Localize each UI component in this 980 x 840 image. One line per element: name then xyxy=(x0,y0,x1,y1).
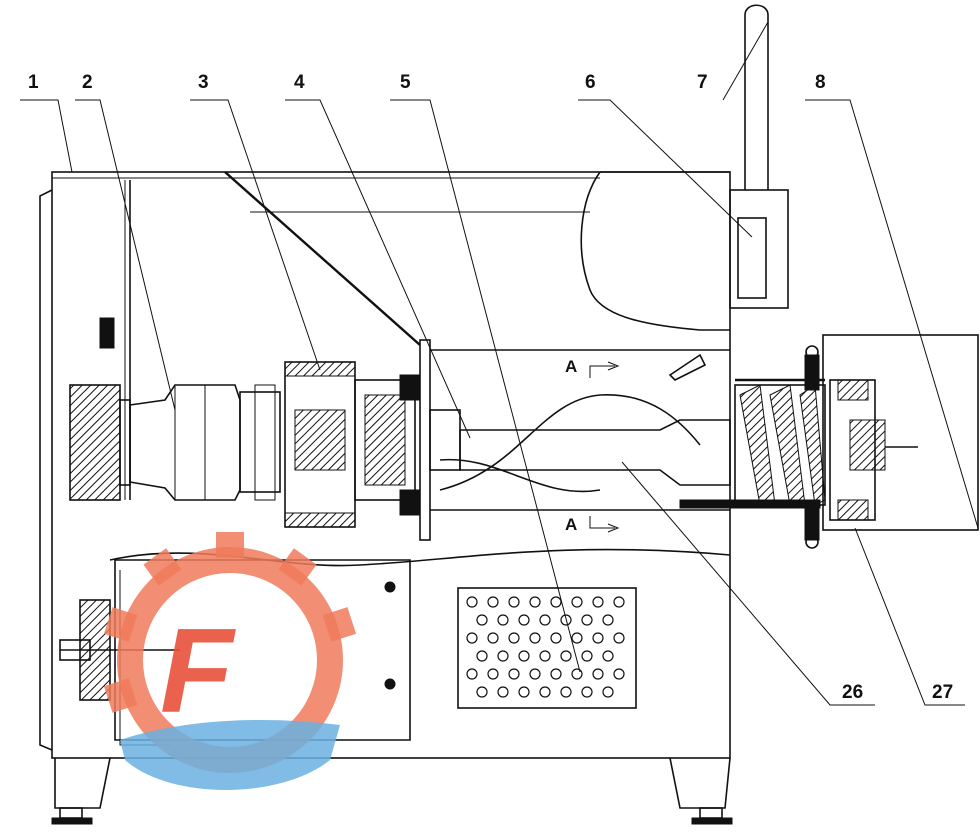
screw-auger xyxy=(679,345,826,549)
brace-line xyxy=(224,171,421,346)
part-label-5: 5 xyxy=(400,72,411,93)
leader-lines xyxy=(20,21,979,706)
vent-hole xyxy=(529,596,541,608)
vent-hole xyxy=(487,596,499,608)
vent-hole xyxy=(560,686,572,698)
vent-hole xyxy=(487,632,499,644)
vent-hole xyxy=(476,650,488,662)
vent-hole xyxy=(550,668,562,680)
vent-hole xyxy=(602,614,614,626)
vent-hole xyxy=(550,632,562,644)
vent-hole xyxy=(529,632,541,644)
vent-hole xyxy=(560,614,572,626)
vent-hole xyxy=(466,668,478,680)
vent-hole xyxy=(539,686,551,698)
vent-hole xyxy=(518,686,530,698)
output-head xyxy=(822,334,979,531)
vent-hole xyxy=(581,614,593,626)
part-label-26: 26 xyxy=(842,682,863,703)
vent-hole xyxy=(592,596,604,608)
handle-lever xyxy=(729,4,789,309)
vent-hole xyxy=(571,668,583,680)
vent-hole xyxy=(508,632,520,644)
vent-hole xyxy=(466,596,478,608)
part-label-3: 3 xyxy=(198,72,209,93)
motor-assembly xyxy=(69,180,281,501)
vent-hole xyxy=(476,614,488,626)
part-labels: 1 2 3 4 5 6 7 8 26 27 xyxy=(28,72,953,703)
vent-hole xyxy=(497,650,509,662)
part-label-2: 2 xyxy=(82,72,93,93)
vent-hole xyxy=(571,596,583,608)
vent-hole xyxy=(508,668,520,680)
vent-hole xyxy=(581,650,593,662)
logo-gear-tooth xyxy=(278,548,317,586)
section-mark-bottom: A xyxy=(565,515,620,534)
vent-hole xyxy=(539,650,551,662)
part-label-6: 6 xyxy=(585,72,596,93)
part-label-1: 1 xyxy=(28,72,39,93)
vent-hole xyxy=(613,632,625,644)
part-label-7: 7 xyxy=(697,72,708,93)
vent-hole xyxy=(529,668,541,680)
part-label-27: 27 xyxy=(932,682,953,703)
part-label-4: 4 xyxy=(294,72,305,93)
coupling xyxy=(284,339,461,541)
machine-feet xyxy=(51,757,733,825)
vent-hole xyxy=(476,686,488,698)
vent-hole xyxy=(602,686,614,698)
vent-holes xyxy=(466,596,625,698)
vent-hole xyxy=(539,614,551,626)
section-mark-top: A xyxy=(565,357,620,378)
part-label-8: 8 xyxy=(815,72,826,93)
vent-hole xyxy=(613,668,625,680)
vent-hole xyxy=(581,686,593,698)
vent-hole xyxy=(508,596,520,608)
vent-hole xyxy=(571,632,583,644)
vent-hole xyxy=(497,686,509,698)
section-label-top: A xyxy=(565,357,577,376)
feed-tube xyxy=(430,349,731,511)
brand-logo: F xyxy=(103,532,357,790)
vent-hole xyxy=(602,650,614,662)
logo-gear-tooth xyxy=(143,548,182,586)
vent-hole xyxy=(518,614,530,626)
logo-letter: F xyxy=(160,604,236,738)
logo-wave xyxy=(120,720,340,790)
vent-hole xyxy=(466,632,478,644)
vent-hole xyxy=(592,668,604,680)
lower-flange xyxy=(59,599,180,701)
vent-hole xyxy=(487,668,499,680)
vent-hole xyxy=(497,614,509,626)
vent-hole xyxy=(518,650,530,662)
section-label-bottom: A xyxy=(565,515,577,534)
vent-hole xyxy=(592,632,604,644)
vent-hole xyxy=(550,596,562,608)
vent-hole xyxy=(560,650,572,662)
vent-hole xyxy=(613,596,625,608)
